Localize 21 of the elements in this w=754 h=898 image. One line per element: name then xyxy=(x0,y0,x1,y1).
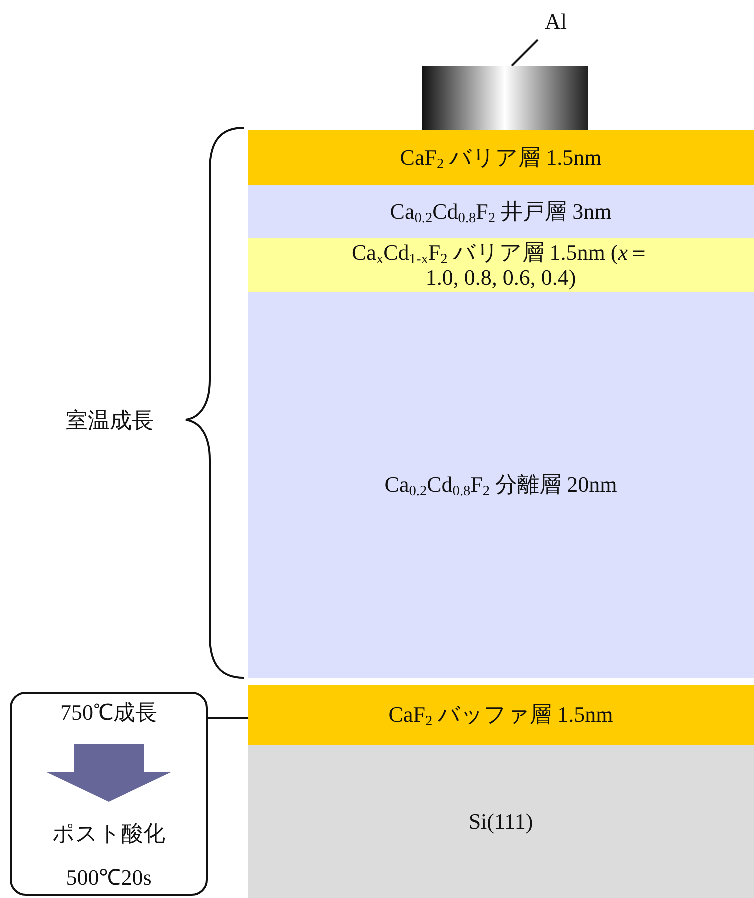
layer-label: CaF$_{2}$ バリア層 1.5nm xyxy=(400,144,602,170)
layer-label: Si(111) xyxy=(468,808,534,834)
step-text: 500℃20s xyxy=(66,864,152,890)
barrier-layer xyxy=(248,238,754,292)
electrode-drawing xyxy=(422,66,588,130)
step-text: ポスト酸化 xyxy=(52,820,166,846)
layer-label: CaF$_{2}$ バッファ層 1.5nm xyxy=(388,702,614,728)
barrier-layer xyxy=(248,130,754,185)
substrate-layer xyxy=(248,745,754,898)
layer-label: Ca$_{x}$Cd$_{1-x}$F$_{2}$ バリア層 1.5nm (x＝1.0, 0.8, 0.6, 0.4) xyxy=(352,240,650,290)
process-box xyxy=(10,692,208,896)
layer-label: Ca$_{0.2}$Cd$_{0.8}$F$_{2}$ 井戸層 3nm xyxy=(390,198,612,224)
layer-label: Ca$_{0.2}$Cd$_{0.8}$F$_{2}$ 分離層 20nm xyxy=(384,472,618,498)
leader-line xyxy=(208,717,248,719)
leader-line xyxy=(511,39,539,67)
growth-label: 室温成長 xyxy=(65,407,155,435)
well-layer xyxy=(248,185,754,238)
separation-layer xyxy=(248,292,754,678)
step-text: 750℃成長 xyxy=(60,700,158,726)
buffer-layer xyxy=(248,685,754,745)
electrode-label: Al xyxy=(545,9,567,35)
